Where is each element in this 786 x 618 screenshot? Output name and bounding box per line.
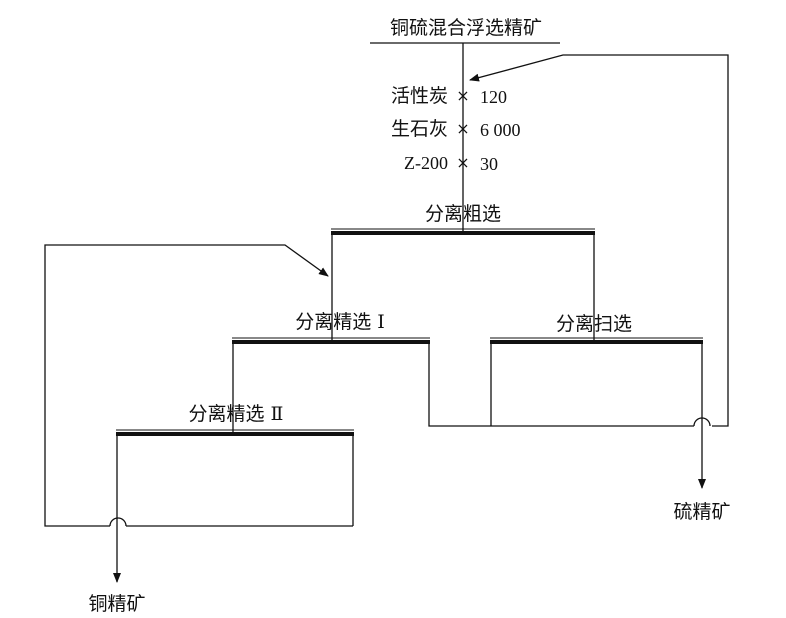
- reagent-dose: 6 000: [480, 120, 521, 140]
- feed-label: 铜硫混合浮选精矿: [390, 17, 542, 39]
- scavenger-label: 分离扫选: [556, 313, 632, 335]
- cleaner1-label: 分离精选 Ⅰ: [295, 311, 385, 333]
- reagent-dose: 30: [480, 154, 498, 174]
- reagent-name: Z-200: [404, 153, 448, 173]
- reagent-list: 活性炭 × 120 生石灰 × 6 000 Z-200 × 30: [391, 85, 521, 174]
- sulfur-concentrate-label: 硫精矿: [673, 501, 730, 523]
- reagent-multiply-mark: ×: [456, 86, 469, 105]
- cleaner2-return-line: [44, 244, 329, 527]
- scavenger-return-line: [469, 54, 729, 427]
- reagent-multiply-mark: ×: [456, 119, 469, 138]
- copper-concentrate-label: 铜精矿: [88, 593, 145, 615]
- reagent-name: 生石灰: [391, 118, 448, 140]
- rougher-label: 分离粗选: [425, 203, 501, 225]
- cleaner1-tailing-line: [428, 342, 491, 427]
- reagent-dose: 120: [480, 87, 507, 107]
- cleaner2-label: 分离精选 Ⅱ: [189, 403, 284, 425]
- cleaner2-crossover: [109, 517, 127, 527]
- reagent-multiply-mark: ×: [456, 153, 469, 172]
- reagent-name: 活性炭: [391, 85, 448, 107]
